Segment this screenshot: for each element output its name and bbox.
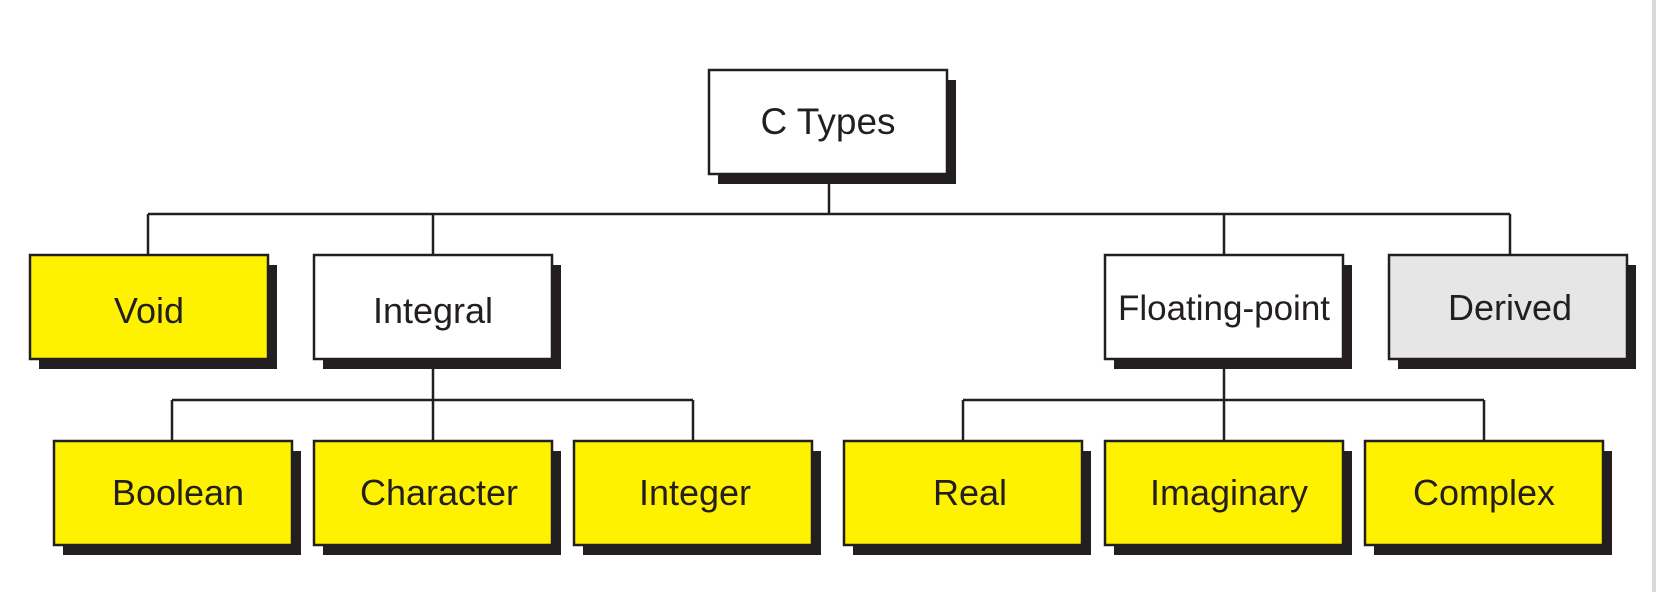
node-label: C Types [760, 101, 895, 142]
node-label: Integer [639, 472, 751, 513]
node-box [572, 439, 814, 547]
node-complex: Complex [1363, 439, 1612, 555]
node-box [707, 68, 949, 176]
node-box [1103, 439, 1345, 547]
node-integral: Integral [312, 253, 561, 369]
node-box [312, 253, 554, 361]
node-derived: Derived [1387, 253, 1636, 369]
node-character: Character [312, 439, 561, 555]
node-label: Derived [1448, 287, 1572, 328]
node-label: Complex [1413, 472, 1555, 513]
node-integer: Integer [572, 439, 821, 555]
node-real: Real [842, 439, 1091, 555]
page-edge-divider [1652, 0, 1656, 592]
node-c-types: C Types [707, 68, 956, 184]
node-box [52, 439, 294, 547]
node-floating-point: Floating-point [1103, 253, 1352, 369]
node-label: Real [933, 472, 1007, 513]
node-label: Floating-point [1118, 289, 1330, 328]
node-label: Boolean [112, 472, 244, 513]
node-box [28, 253, 270, 361]
node-label: Imaginary [1150, 472, 1308, 513]
node-box [1103, 253, 1345, 361]
node-label: Integral [373, 290, 493, 331]
node-boolean: Boolean [52, 439, 301, 555]
node-box [1363, 439, 1605, 547]
node-box [842, 439, 1084, 547]
node-void: Void [28, 253, 277, 369]
node-box [312, 439, 554, 547]
node-imaginary: Imaginary [1103, 439, 1352, 555]
node-label: Character [360, 472, 518, 513]
node-label: Void [114, 290, 184, 331]
node-box [1387, 253, 1629, 361]
